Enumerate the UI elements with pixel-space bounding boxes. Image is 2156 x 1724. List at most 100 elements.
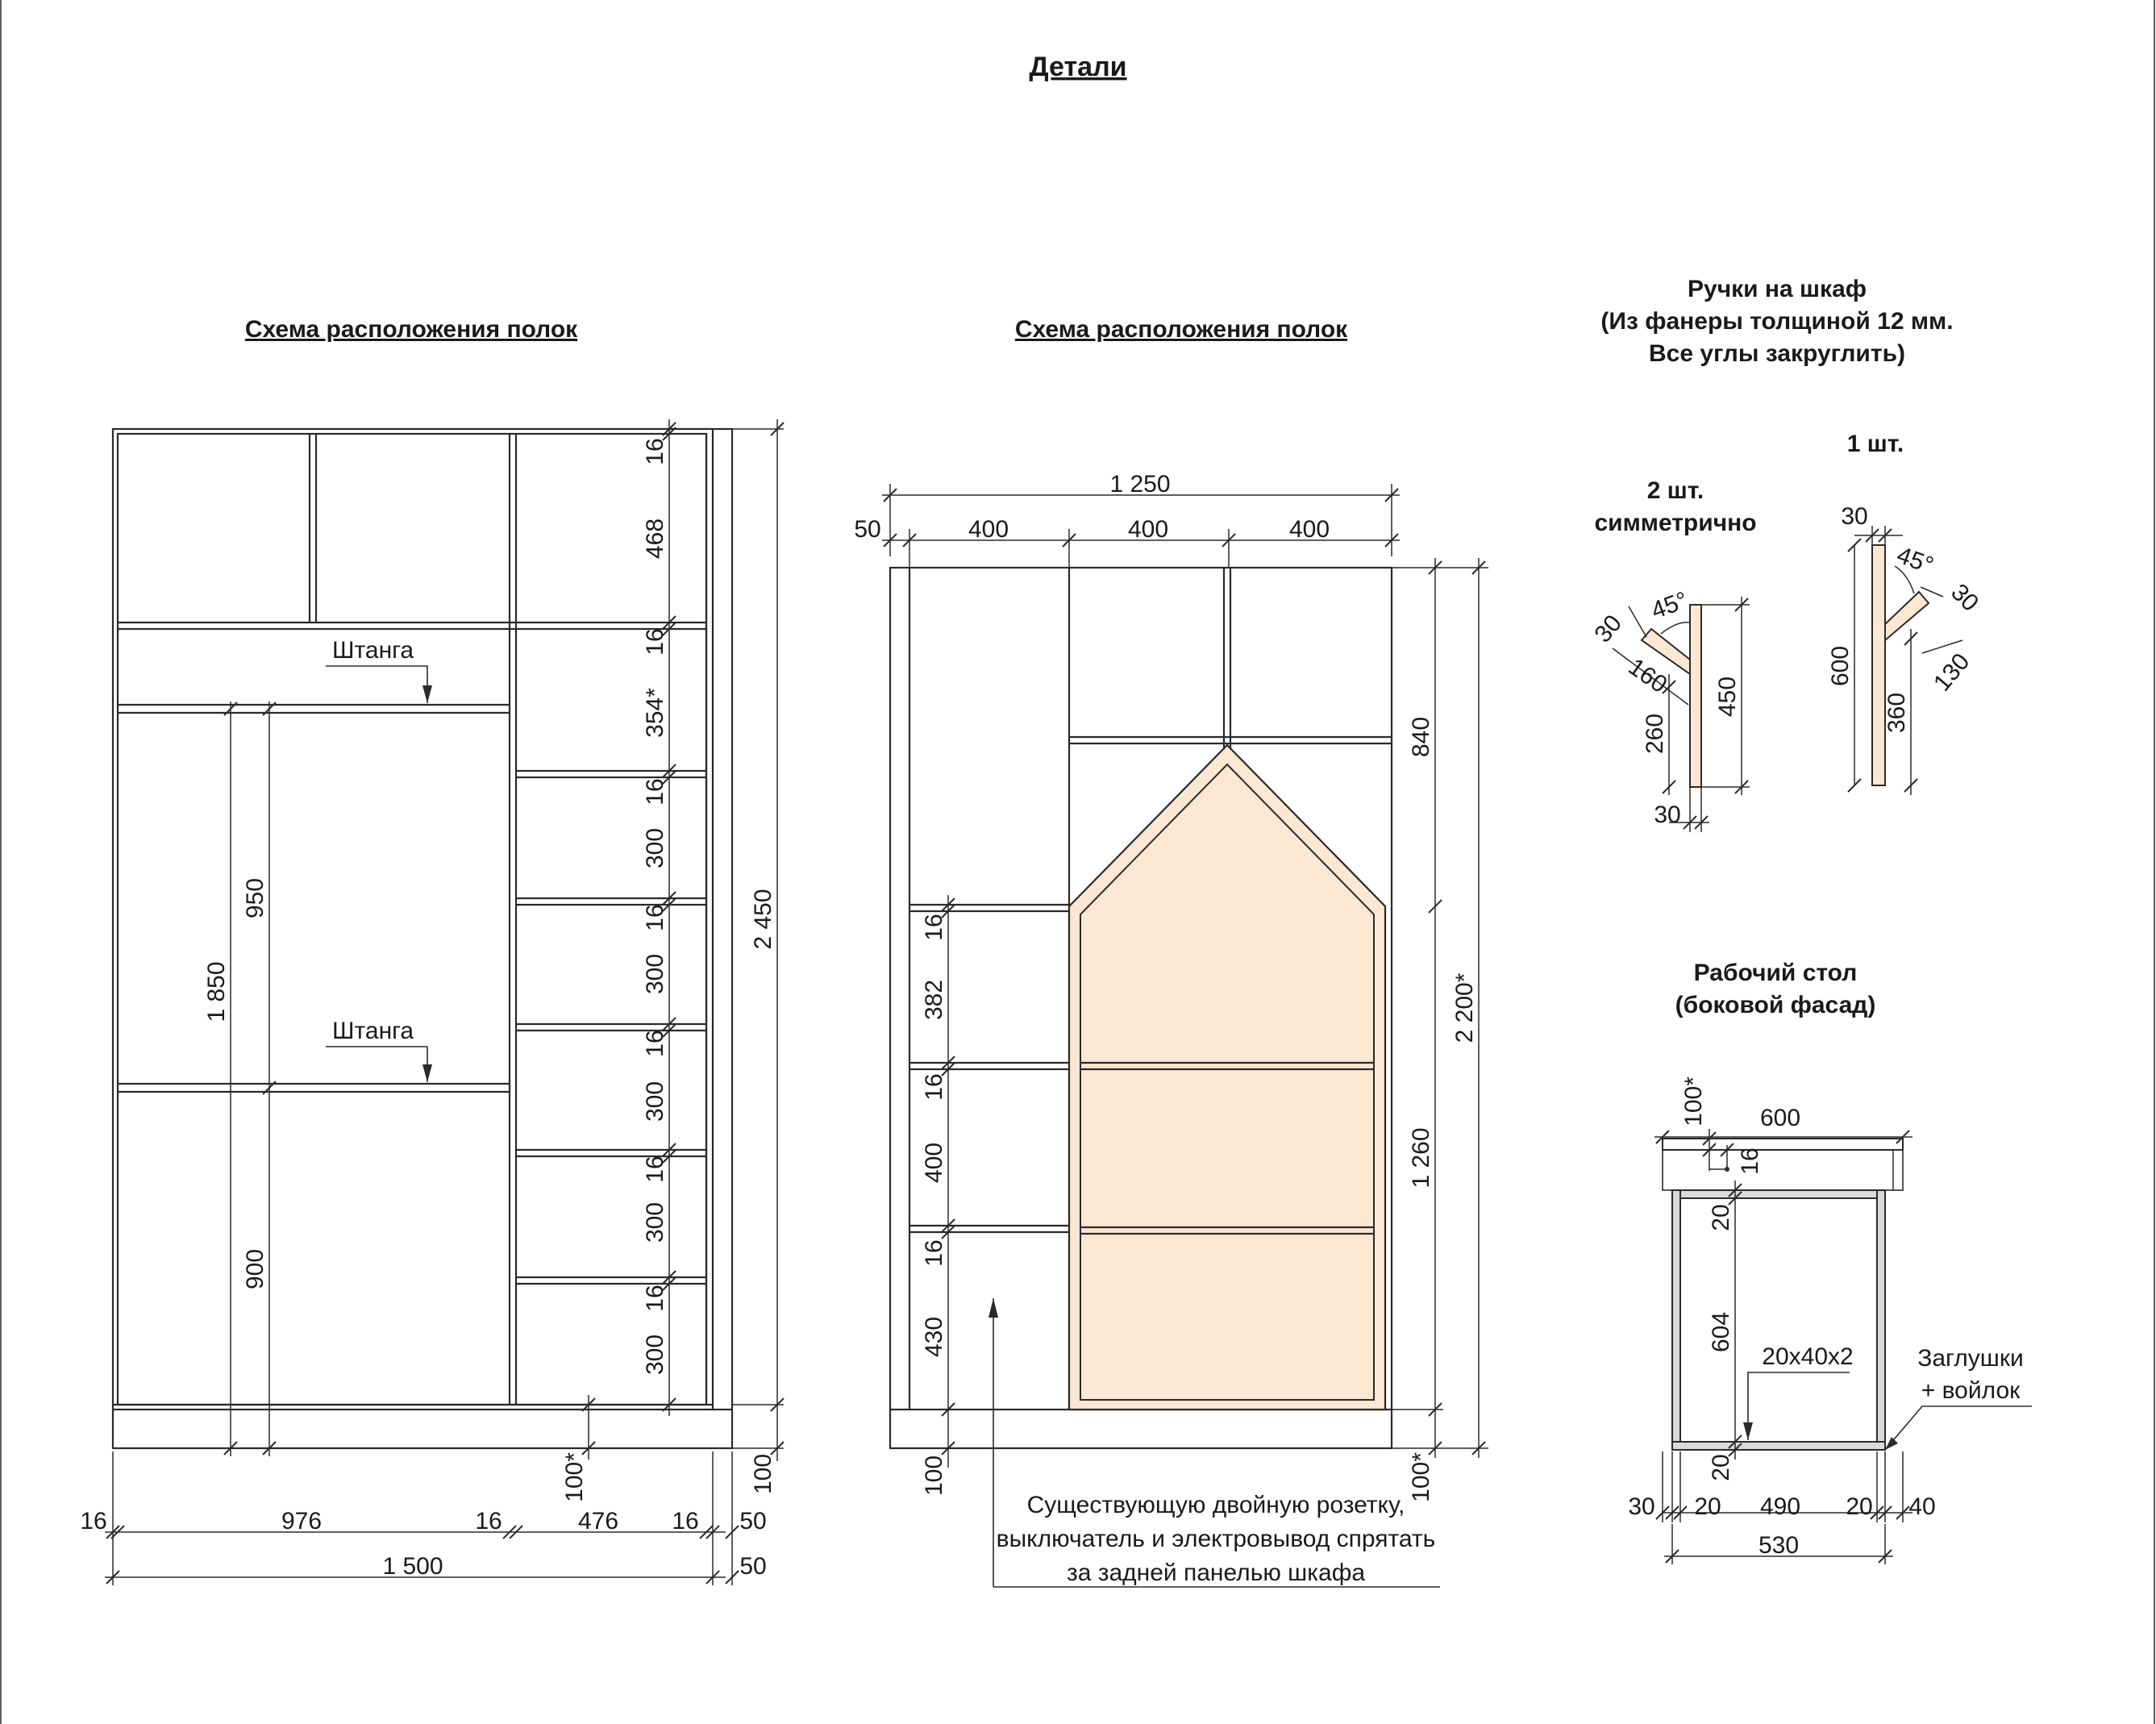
dim-w2-top-total: 1 250 (1109, 471, 1170, 498)
dim-w1-r5: 300 (642, 828, 668, 868)
dim-w1-b4: 16 (672, 1508, 698, 1535)
wardrobe-2-outer (889, 566, 1393, 1450)
dim-desk-frame-top: 20 (1708, 1204, 1734, 1231)
dim-w1-overall-offset: 50 (739, 1553, 766, 1580)
dim-w2-l4: 16 (921, 1239, 947, 1266)
dim-w1-r11: 300 (642, 1202, 668, 1243)
dim-desk-top-width: 600 (1760, 1105, 1800, 1131)
dim-handle-left-bottom: 30 (1654, 802, 1680, 828)
dim-handle-left-height: 450 (1714, 677, 1741, 717)
dim-w1-r0: 16 (642, 438, 668, 464)
dim-w1-overall-width: 1 500 (382, 1553, 443, 1580)
dim-desk-frame-bottom: 20 (1708, 1454, 1734, 1480)
dim-w1-r7: 300 (642, 954, 668, 994)
desk-diagram: Рабочий стол (боковой фасад) 600 100* 16… (1628, 960, 2032, 1564)
handle-left-branch (1640, 627, 1691, 676)
dim-w2-top-s1: 400 (1128, 516, 1168, 543)
dim-w2-l0: 16 (921, 914, 947, 940)
house-panel (1068, 743, 1387, 1411)
desk-plug-label-1: Заглушки (1917, 1345, 2024, 1372)
dim-w1-r13: 300 (642, 1335, 668, 1375)
dim-handle-right-height: 600 (1827, 646, 1854, 686)
desk-profile-label: 20x40x2 (1762, 1343, 1853, 1370)
dim-w1-r3: 354* (642, 688, 668, 738)
dim-w1-overall-height: 2 450 (750, 889, 776, 949)
dim-w2-top-s0: 400 (968, 516, 1009, 543)
wardrobe-1-body (116, 432, 708, 1406)
wardrobe-1-heading: Схема расположения полок (245, 316, 578, 343)
outlet-note-line-1: Существующую двойную розетку, (1027, 1492, 1405, 1518)
dim-w1-r8: 16 (642, 1030, 668, 1056)
dim-w1-rod-lower: 900 (242, 1249, 268, 1289)
dim-handle-right-bw: 30 (1946, 579, 1983, 617)
dim-desk-top-thickness: 100* (1680, 1076, 1707, 1126)
dim-desk-b1: 20 (1694, 1493, 1721, 1520)
dim-w2-r-lower: 1 260 (1408, 1127, 1434, 1188)
dim-handle-right-angle: 45° (1893, 542, 1937, 580)
dim-handle-left-angle: 45° (1648, 587, 1692, 625)
dim-w2-top-offset: 50 (854, 516, 880, 543)
rod-label-upper: Штанга (332, 637, 414, 664)
dim-w1-r12: 16 (642, 1285, 668, 1311)
handles-diagram: Ручки на шкаф (Из фанеры толщиной 12 мм.… (1589, 276, 1983, 832)
dim-handle-left-bw: 30 (1589, 610, 1627, 648)
wardrobe-2-heading: Схема расположения полок (1015, 316, 1348, 343)
wardrobe-2-diagram: Схема расположения полок 1 250 50 400 40… (854, 316, 1488, 1588)
outlet-note-line-2: выключатель и электровывод спрятать (997, 1526, 1436, 1552)
dim-w1-b5: 50 (739, 1508, 766, 1535)
dim-desk-b3: 20 (1846, 1493, 1872, 1520)
desk-heading-line-2: (боковой фасад) (1675, 992, 1876, 1018)
dim-w1-plinth-outer: 100 (750, 1454, 776, 1494)
dim-w1-r2: 16 (642, 628, 668, 655)
dim-w2-l3: 400 (921, 1143, 947, 1183)
dim-desk-b4: 40 (1908, 1493, 1935, 1520)
dim-w2-l1: 382 (921, 980, 947, 1020)
handles-heading-line-2: (Из фанеры толщиной 12 мм. (1600, 308, 1953, 335)
dim-w1-rod-upper: 950 (242, 878, 268, 918)
dim-w1-r6: 16 (642, 904, 668, 931)
wardrobe-1-outer (111, 427, 734, 1450)
outlet-note-line-3: за задней панелью шкафа (1067, 1560, 1365, 1586)
dim-w1-b2: 16 (475, 1508, 502, 1535)
handles-heading-line-1: Ручки на шкаф (1688, 276, 1867, 302)
dim-desk-leg: 604 (1708, 1312, 1734, 1352)
dim-handle-right-branch: 130 (1929, 648, 1975, 697)
handle-right-stem (1871, 544, 1886, 786)
dim-w1-rod-total: 1 850 (203, 961, 230, 1022)
handle-left-sym: симметрично (1594, 510, 1756, 536)
dim-w1-b0: 16 (80, 1508, 106, 1535)
desk-top (1662, 1138, 1904, 1151)
desk-heading-line-1: Рабочий стол (1694, 960, 1858, 986)
dim-desk-board: 16 (1737, 1147, 1763, 1174)
wardrobe-1-diagram: Схема расположения полок Штанга (80, 316, 785, 1585)
dim-desk-inner-width: 530 (1759, 1532, 1799, 1559)
dim-w2-r-upper: 840 (1408, 717, 1434, 757)
handle-left-qty: 2 шт. (1647, 477, 1704, 504)
dim-handle-left-lower: 260 (1642, 714, 1668, 754)
handle-right-branch (1884, 590, 1930, 643)
dim-w1-r4: 16 (642, 778, 668, 805)
handle-left-stem (1689, 604, 1702, 788)
dim-handle-right-top: 30 (1841, 503, 1867, 530)
dim-w1-plinth-inner: 100* (561, 1452, 588, 1502)
dim-w2-top-s2: 400 (1289, 516, 1330, 543)
handles-heading-line-3: Все углы закруглить) (1649, 340, 1905, 367)
dim-w1-b1: 976 (281, 1508, 322, 1535)
dim-w2-r-plinth: 100* (1408, 1452, 1434, 1502)
dim-desk-b0: 30 (1628, 1493, 1654, 1520)
dim-w1-r9: 300 (642, 1081, 668, 1122)
dim-w2-l2: 16 (921, 1073, 947, 1100)
rod-label-lower: Штанга (332, 1018, 414, 1044)
dim-w1-r1: 468 (642, 518, 668, 559)
dim-w1-b3: 476 (578, 1508, 618, 1535)
desk-plug-label-2: + войлок (1921, 1377, 2021, 1404)
handle-right-qty: 1 шт. (1847, 431, 1904, 457)
dim-w1-r10: 16 (642, 1156, 668, 1182)
dim-w2-plinth-left: 100 (921, 1455, 947, 1496)
dim-w2-l5: 430 (921, 1317, 947, 1357)
dim-desk-b2: 490 (1760, 1493, 1800, 1520)
page-title: Детали (1029, 52, 1126, 82)
dim-handle-right-lower: 360 (1883, 693, 1910, 733)
dim-w2-overall-height: 2 200* (1451, 972, 1478, 1043)
